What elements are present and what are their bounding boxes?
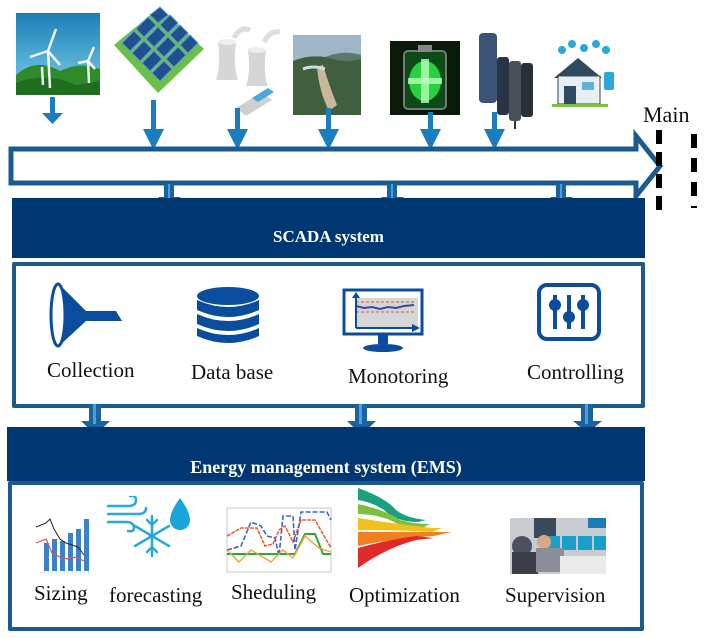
battery-icon: [390, 41, 460, 115]
scada-item-controlling: Controlling: [527, 360, 624, 384]
source-arrows: [42, 97, 505, 150]
bar-line-chart-icon: [35, 518, 90, 574]
control-room-icon: [510, 518, 606, 574]
weather-icon: [106, 496, 190, 558]
ems-item-optimization: Optimization: [349, 583, 460, 607]
source-arrow: [484, 112, 505, 150]
ems-item-scheduling: Sheduling: [231, 580, 317, 604]
main-grid-dashed-lines: [656, 130, 697, 212]
solar-panel-icon: [112, 5, 204, 100]
scada-banner: SCADA system: [12, 198, 645, 258]
source-arrow: [227, 108, 248, 150]
ems-item-forecasting: forecasting: [109, 583, 203, 607]
source-arrow: [318, 108, 339, 150]
power-plant-icon: [214, 20, 284, 115]
source-arrow: [420, 112, 441, 150]
schedule-chart-icon: [226, 507, 332, 573]
capacitor-icon: [475, 31, 537, 131]
main-bus-arrow: [8, 128, 664, 204]
ems-title: Energy management system (EMS): [190, 457, 462, 477]
scada-item-monitoring: Monotoring: [348, 364, 449, 388]
scada-item-database: Data base: [191, 360, 274, 384]
ems-item-sizing: Sizing: [34, 581, 88, 605]
hydro-dam-icon: [293, 35, 361, 115]
wind-turbine-icon: [16, 13, 100, 95]
database-icon: [197, 287, 259, 343]
source-arrow: [143, 100, 164, 150]
scada-title: SCADA system: [273, 227, 384, 246]
source-arrow: [42, 97, 63, 124]
funnel-icon: [49, 282, 122, 348]
monitor-chart-icon: [342, 288, 424, 352]
power-bus-diagram: [8, 97, 697, 212]
ems-item-supervision: Supervision: [505, 583, 606, 607]
ems-banner: Energy management system (EMS): [7, 427, 645, 481]
sliders-icon: [537, 283, 601, 341]
main-grid-label: Main: [643, 102, 690, 127]
scada-item-collection: Collection: [47, 358, 135, 382]
smart-home-icon: [548, 28, 620, 118]
converging-arrows-icon: [358, 488, 452, 568]
